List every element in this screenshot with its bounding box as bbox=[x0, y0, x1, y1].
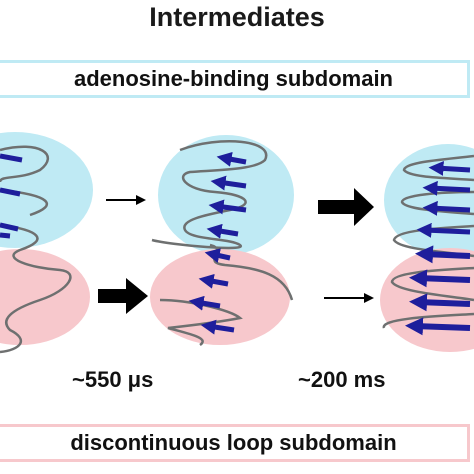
discontinuous-loop-subdomain-label: discontinuous loop subdomain bbox=[0, 424, 470, 462]
strand-middle-8 bbox=[200, 319, 235, 335]
strand-right-2 bbox=[422, 180, 471, 196]
intermediate-right bbox=[380, 144, 474, 352]
strand-left-2 bbox=[0, 187, 21, 197]
strand-right-1 bbox=[428, 160, 471, 176]
strand-middle-2 bbox=[210, 175, 247, 191]
intermediate-left bbox=[0, 132, 93, 354]
strand-middle-7 bbox=[188, 295, 221, 311]
strand-middle-5 bbox=[204, 248, 231, 263]
arrow-bottom-1 bbox=[98, 278, 148, 314]
strand-left-3 bbox=[0, 222, 19, 232]
strand-right-5 bbox=[415, 245, 471, 264]
strand-right-7 bbox=[409, 293, 471, 312]
strand-right-4 bbox=[416, 222, 471, 238]
strand-middle-3 bbox=[208, 199, 247, 215]
strand-right-3 bbox=[422, 200, 471, 216]
adenosine-binding-subdomain-label: adenosine-binding subdomain bbox=[0, 60, 470, 98]
strand-middle-4 bbox=[206, 223, 239, 239]
top-subdomain-ellipse-left bbox=[0, 132, 93, 248]
time-label-200ms: ~200 ms bbox=[298, 367, 386, 392]
strand-right-8 bbox=[405, 317, 471, 336]
strand-left-1 bbox=[0, 153, 23, 163]
arrow-top-1 bbox=[106, 195, 146, 205]
intermediate-middle bbox=[150, 135, 294, 347]
strand-middle-1 bbox=[216, 151, 247, 167]
bottom-subdomain-ellipse-middle bbox=[150, 249, 290, 345]
figure-title: Intermediates bbox=[149, 2, 325, 32]
arrow-bottom-2 bbox=[324, 293, 374, 303]
strand-middle-6 bbox=[198, 273, 229, 289]
strand-right-6 bbox=[409, 269, 471, 288]
bottom-subdomain-text: discontinuous loop subdomain bbox=[70, 430, 397, 455]
backbone-right bbox=[382, 154, 474, 329]
top-subdomain-text: adenosine-binding subdomain bbox=[74, 66, 393, 91]
time-label-550us: ~550 μs bbox=[72, 367, 154, 392]
top-subdomain-ellipse-middle bbox=[158, 135, 294, 255]
strand-left-4 bbox=[0, 232, 11, 239]
arrow-top-2 bbox=[318, 188, 374, 226]
